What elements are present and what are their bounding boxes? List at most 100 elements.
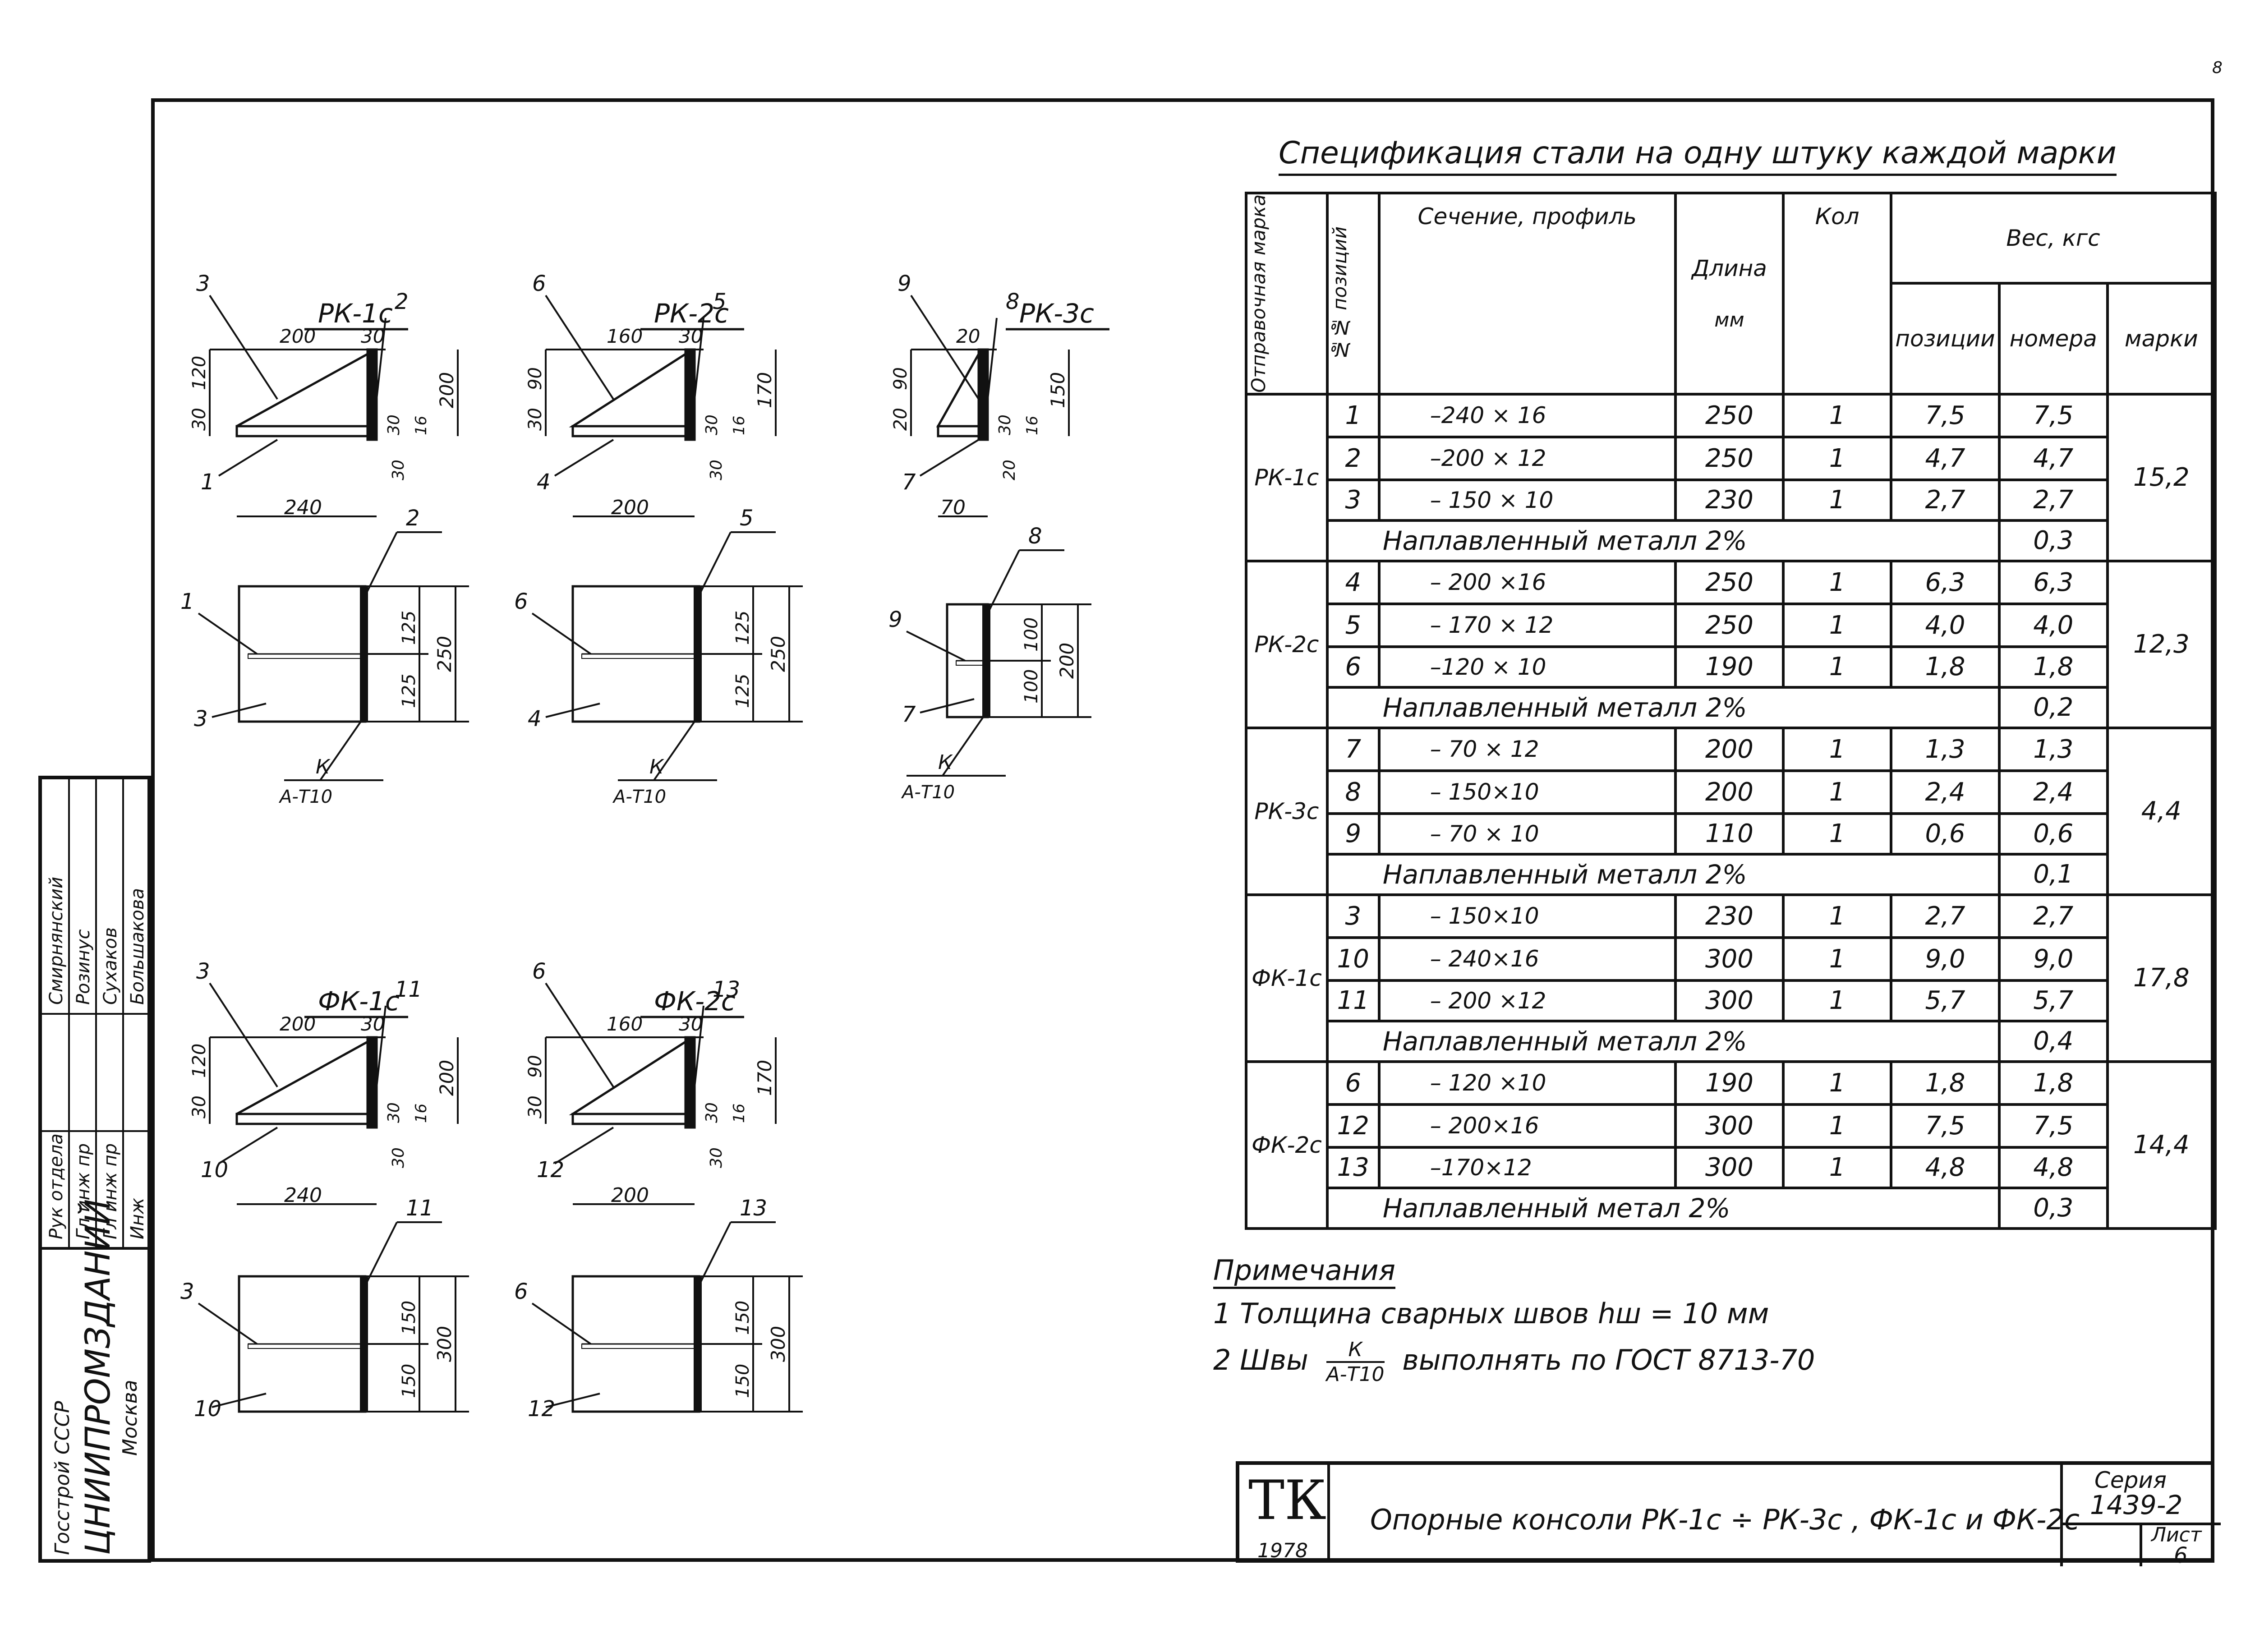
cell-wpos: 7,5 <box>1890 1103 2001 1149</box>
position-number: 3 <box>196 959 210 984</box>
weld-row: Наплавленный металл 2%0,3 <box>1246 519 2215 562</box>
position-number: 3 <box>180 1279 194 1304</box>
weld-weight: 0,4 <box>1997 1019 2109 1063</box>
dim-label: 200 <box>436 372 458 408</box>
position-number: 10 <box>201 1157 228 1183</box>
cell-wnum: 7,5 <box>1997 392 2109 438</box>
header-w-pos: позиции <box>1890 281 2001 396</box>
cell-section: –170×12 <box>1377 1146 1677 1189</box>
mark-cell: ФК-2с <box>1245 1060 1329 1230</box>
corner-mark: 8 <box>2212 59 2223 77</box>
position-number: 4 <box>528 706 542 732</box>
base-plate <box>571 1113 696 1125</box>
dim-label: 16 <box>730 416 748 435</box>
console-mark-label: РК-2с <box>654 298 729 329</box>
cell-wpos: 4,7 <box>1890 435 2001 481</box>
drawing-line <box>198 612 258 655</box>
weld-hatch <box>956 660 984 666</box>
position-number: 4 <box>537 469 551 495</box>
stiffener-rib <box>236 1040 369 1115</box>
dim-label: 30 <box>525 1095 546 1118</box>
drawing-line <box>698 1222 732 1286</box>
dim-label: 240 <box>284 496 322 519</box>
cell-pos: 3 <box>1325 893 1381 939</box>
dim-label: 70 <box>940 496 966 519</box>
dim-label: 200 <box>436 1060 458 1096</box>
drawing-line <box>209 982 278 1088</box>
weld-row: Наплавленный металл 2%0,2 <box>1246 686 2215 729</box>
weld-symbol: К <box>316 755 331 778</box>
cell-section: – 150 × 10 <box>1377 478 1677 522</box>
stamp-name: Розинус <box>73 929 94 1005</box>
drawing-line <box>554 1127 614 1164</box>
console-mark-label: ФК-2с <box>654 986 736 1017</box>
cell-section: –240 × 16 <box>1377 392 1677 438</box>
cell-wpos: 1,8 <box>1890 1060 2001 1106</box>
header-w-mark: марки <box>2106 281 2217 396</box>
dim-label: 300 <box>433 1326 456 1362</box>
cell-wpos: 2,7 <box>1890 893 2001 939</box>
drawing-line <box>364 532 398 596</box>
position-number: 13 <box>740 1196 767 1221</box>
drawing-line <box>942 716 984 777</box>
cell-len: 190 <box>1674 645 1785 689</box>
cell-pos: 7 <box>1325 726 1381 772</box>
cell-wnum: 0,6 <box>1997 812 2109 856</box>
cell-len: 110 <box>1674 812 1785 856</box>
cell-pos: 2 <box>1325 435 1381 481</box>
spec-title: Спецификация стали на одну штуку каждой … <box>1279 135 2117 176</box>
base-plate <box>235 425 378 437</box>
drawing-line <box>545 982 614 1088</box>
position-number: 11 <box>395 977 422 1002</box>
notes-heading: Примечания <box>1213 1254 1395 1289</box>
cell-wnum: 2,4 <box>1997 769 2109 815</box>
cell-qty: 1 <box>1782 726 1893 772</box>
cell-section: – 200×16 <box>1377 1103 1677 1149</box>
stamp-role: Гл инж пр <box>100 1143 121 1239</box>
cell-len: 300 <box>1674 1146 1785 1189</box>
cell-pos: 1 <box>1325 392 1381 438</box>
cell-section: –120 × 10 <box>1377 645 1677 689</box>
cell-pos: 10 <box>1325 936 1381 982</box>
cell-len: 250 <box>1674 392 1785 438</box>
position-number: 8 <box>1006 289 1020 314</box>
position-number: 12 <box>528 1396 555 1422</box>
dim-label: 16 <box>1023 416 1041 435</box>
sheet-cell: Лист 6 <box>2060 1523 2221 1568</box>
cell-len: 250 <box>1674 602 1785 648</box>
stamp-role: Гл инж пр <box>73 1143 94 1239</box>
console-mark-label: ФК-1с <box>318 986 400 1017</box>
dim-label: 30 <box>385 414 403 435</box>
dim-label: 30 <box>703 414 721 435</box>
dim-label: 125 <box>732 674 753 708</box>
dim-label: 200 <box>611 1184 649 1207</box>
position-number: 1 <box>180 589 194 614</box>
drawing-line <box>694 318 704 400</box>
drawing-line <box>198 1302 258 1345</box>
drawing-line <box>987 550 1020 614</box>
cell-len: 230 <box>1674 893 1785 939</box>
title-block: ТК 1978 Опорные консоли РК-1с ÷ РК-3с , … <box>1236 1461 2221 1568</box>
cell-qty: 1 <box>1782 936 1893 982</box>
stamp-org: Москва <box>119 1380 142 1456</box>
position-number: 6 <box>514 1279 528 1304</box>
dim-label: 120 <box>189 356 210 390</box>
drawing-line <box>910 295 980 400</box>
cell-qty: 1 <box>1782 392 1893 438</box>
weld-hatch <box>581 1344 695 1349</box>
note-2: 2 Швы К А-Т10 выполнять по ГОСТ 8713-70 <box>1213 1338 1815 1386</box>
weld-row: Наплавленный металл 2%0,4 <box>1246 1019 2215 1063</box>
cell-pos: 11 <box>1325 979 1381 1022</box>
dim-label: 30 <box>996 414 1014 435</box>
weld-symbol: А-Т10 <box>278 787 332 807</box>
console-mark-label: РК-3с <box>1019 298 1094 329</box>
header-w-num: номера <box>1997 281 2109 396</box>
dim-label: 30 <box>385 1102 403 1123</box>
weld-symbol: А-Т10 <box>901 782 955 803</box>
weld-label: Наплавленный металл 2% <box>1325 519 2001 562</box>
